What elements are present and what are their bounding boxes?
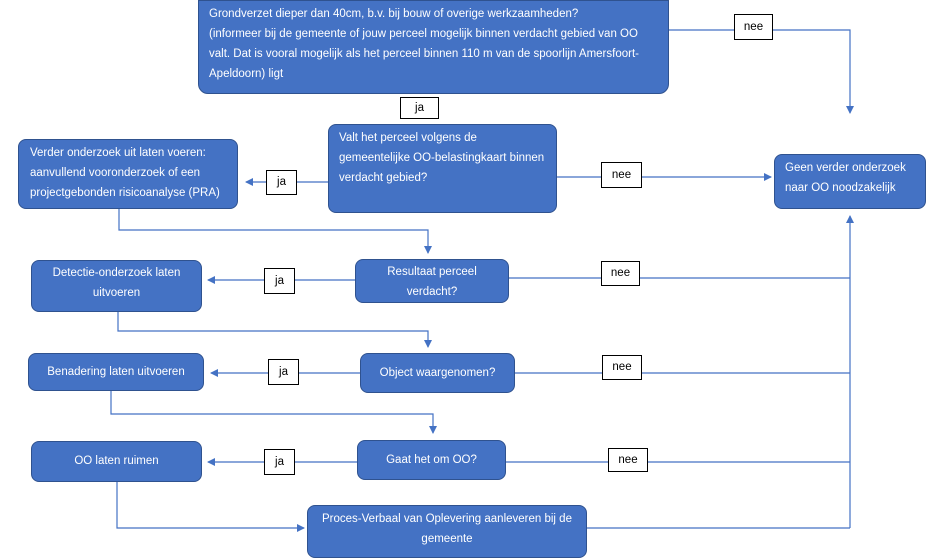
node-valt-perceel: Valt het perceel volgens de gemeentelijk… <box>328 124 557 213</box>
label-nee-oo: nee <box>608 448 648 472</box>
label-nee-object: nee <box>602 355 642 380</box>
node-oo-ruimen: OO laten ruimen <box>31 441 202 482</box>
node-grondverzet-text: Grondverzet dieper dan 40cm, b.v. bij bo… <box>209 8 639 80</box>
node-detectie-text: Detectie-onderzoek laten uitvoeren <box>52 267 181 299</box>
label-ja-object: ja <box>268 359 299 385</box>
label-nee-top: nee <box>734 14 773 40</box>
node-benadering: Benadering laten uitvoeren <box>28 353 204 391</box>
node-verder-onderzoek: Verder onderzoek uit laten voeren: aanvu… <box>18 139 238 209</box>
connector-benadering-oo <box>110 391 437 434</box>
node-resultaat-text: Resultaat perceel verdacht? <box>387 266 477 298</box>
node-geen-verder: Geen verder onderzoek naar OO noodzakeli… <box>774 154 926 209</box>
connector-detectie-object <box>117 312 432 348</box>
node-benadering-text: Benadering laten uitvoeren <box>47 366 185 378</box>
node-object: Object waargenomen? <box>360 353 515 393</box>
node-object-text: Object waargenomen? <box>379 367 496 379</box>
connector-nee-top <box>669 29 854 114</box>
label-ja-top: ja <box>400 97 439 119</box>
node-gaat-om-oo-text: Gaat het om OO? <box>386 454 477 466</box>
connector-verder-resultaat <box>118 209 432 254</box>
label-nee-resultaat: nee <box>601 261 640 286</box>
node-resultaat: Resultaat perceel verdacht? <box>355 259 509 303</box>
node-grondverzet: Grondverzet dieper dan 40cm, b.v. bij bo… <box>198 0 669 94</box>
node-oo-ruimen-text: OO laten ruimen <box>74 455 159 467</box>
node-gaat-om-oo: Gaat het om OO? <box>357 440 506 480</box>
node-valt-perceel-text: Valt het perceel volgens de gemeentelijk… <box>339 132 545 184</box>
node-proces-verbaal: Proces-Verbaal van Oplevering aanleveren… <box>307 505 587 558</box>
node-verder-onderzoek-text: Verder onderzoek uit laten voeren: aanvu… <box>30 147 220 199</box>
node-detectie: Detectie-onderzoek laten uitvoeren <box>31 260 202 312</box>
label-ja-resultaat: ja <box>264 268 295 294</box>
label-nee-valt: nee <box>601 162 642 188</box>
node-proces-verbaal-text: Proces-Verbaal van Oplevering aanleveren… <box>322 513 572 545</box>
label-ja-valt: ja <box>266 170 297 195</box>
node-geen-verder-text: Geen verder onderzoek naar OO noodzakeli… <box>785 162 906 194</box>
label-ja-oo: ja <box>264 449 295 475</box>
connector-ruimen-pv <box>116 482 305 532</box>
